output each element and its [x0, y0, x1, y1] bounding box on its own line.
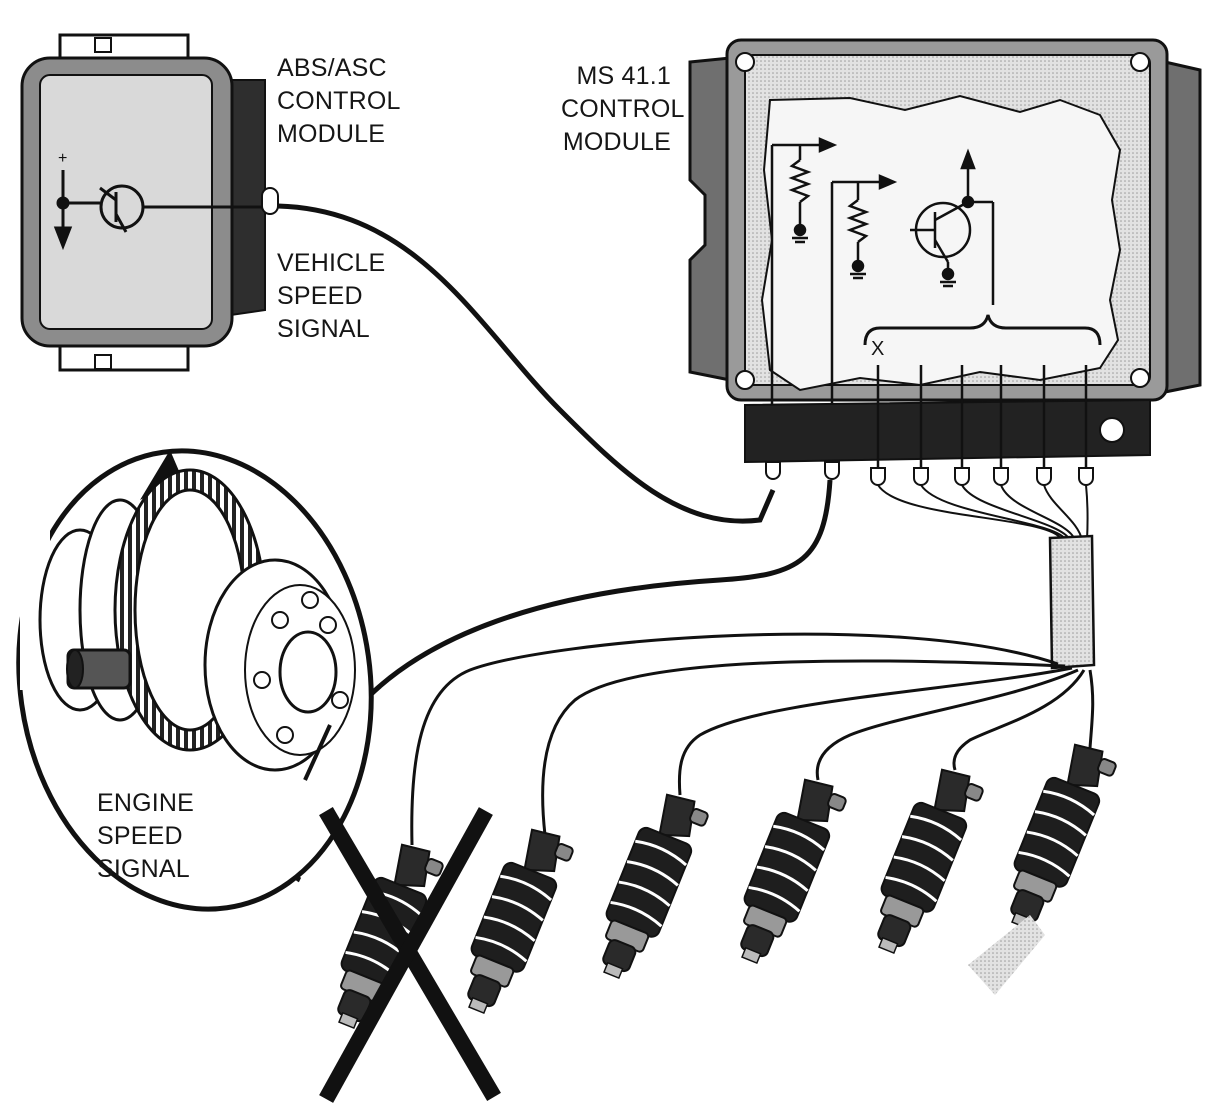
injector-harness	[877, 484, 1089, 541]
abs-asc-control-module: +	[20, 33, 279, 372]
vehicle-speed-wire	[277, 203, 776, 524]
abs-transistor-symbol: +	[53, 150, 268, 251]
ms41-label-line-3: MODULE	[562, 128, 671, 156]
abs-label-line-3: MODULE	[277, 120, 386, 148]
injector-2	[467, 828, 574, 1015]
crankshaft-sensor-detail	[16, 430, 374, 912]
ms41-label-line-1: MS 41.1	[576, 62, 671, 90]
abs-label-line-2: CONTROL	[277, 87, 401, 115]
abs-asc-module-label: ABS/ASC CONTROL MODULE	[277, 52, 401, 151]
ms41-module-label: MS 41.1 CONTROL MODULE	[561, 60, 685, 159]
engine-speed-line-3: SIGNAL	[97, 855, 190, 883]
engine-speed-signal-label: ENGINE SPEED SIGNAL	[97, 787, 194, 886]
injector-driver-transistor-symbol	[910, 148, 995, 305]
disabled-injector-cross	[319, 807, 501, 1103]
ms41-label-line-2: CONTROL	[561, 95, 685, 123]
fuel-spray	[968, 915, 1045, 995]
disabled-pin-marker: X	[871, 338, 884, 360]
engine-speed-line-2: SPEED	[97, 822, 183, 850]
resistor-1-symbol	[770, 137, 838, 455]
vehicle-speed-line-3: SIGNAL	[277, 315, 370, 343]
injector-6	[1010, 743, 1117, 930]
svg-text:+: +	[58, 150, 67, 167]
ms41-control-module	[688, 38, 1202, 486]
injector-group-brace	[863, 314, 1102, 346]
engine-speed-line-1: ENGINE	[97, 789, 195, 817]
vehicle-speed-signal-label: VEHICLE SPEED SIGNAL	[277, 247, 385, 346]
ms41-screws	[735, 52, 1150, 390]
injector-4	[740, 778, 847, 965]
abs-label-line-1: ABS/ASC	[277, 54, 387, 82]
injector-5	[877, 768, 984, 955]
harness-sleeve	[1048, 534, 1096, 670]
circuit-board-cutaway	[760, 94, 1122, 392]
vehicle-speed-line-1: VEHICLE	[277, 249, 386, 277]
vehicle-speed-line-2: SPEED	[277, 282, 363, 310]
injector-pin-lines	[876, 365, 1088, 476]
connector-pins	[765, 461, 1094, 486]
injector-3	[602, 793, 709, 980]
injector-row	[337, 743, 1117, 1030]
injector-wires	[410, 632, 1095, 846]
